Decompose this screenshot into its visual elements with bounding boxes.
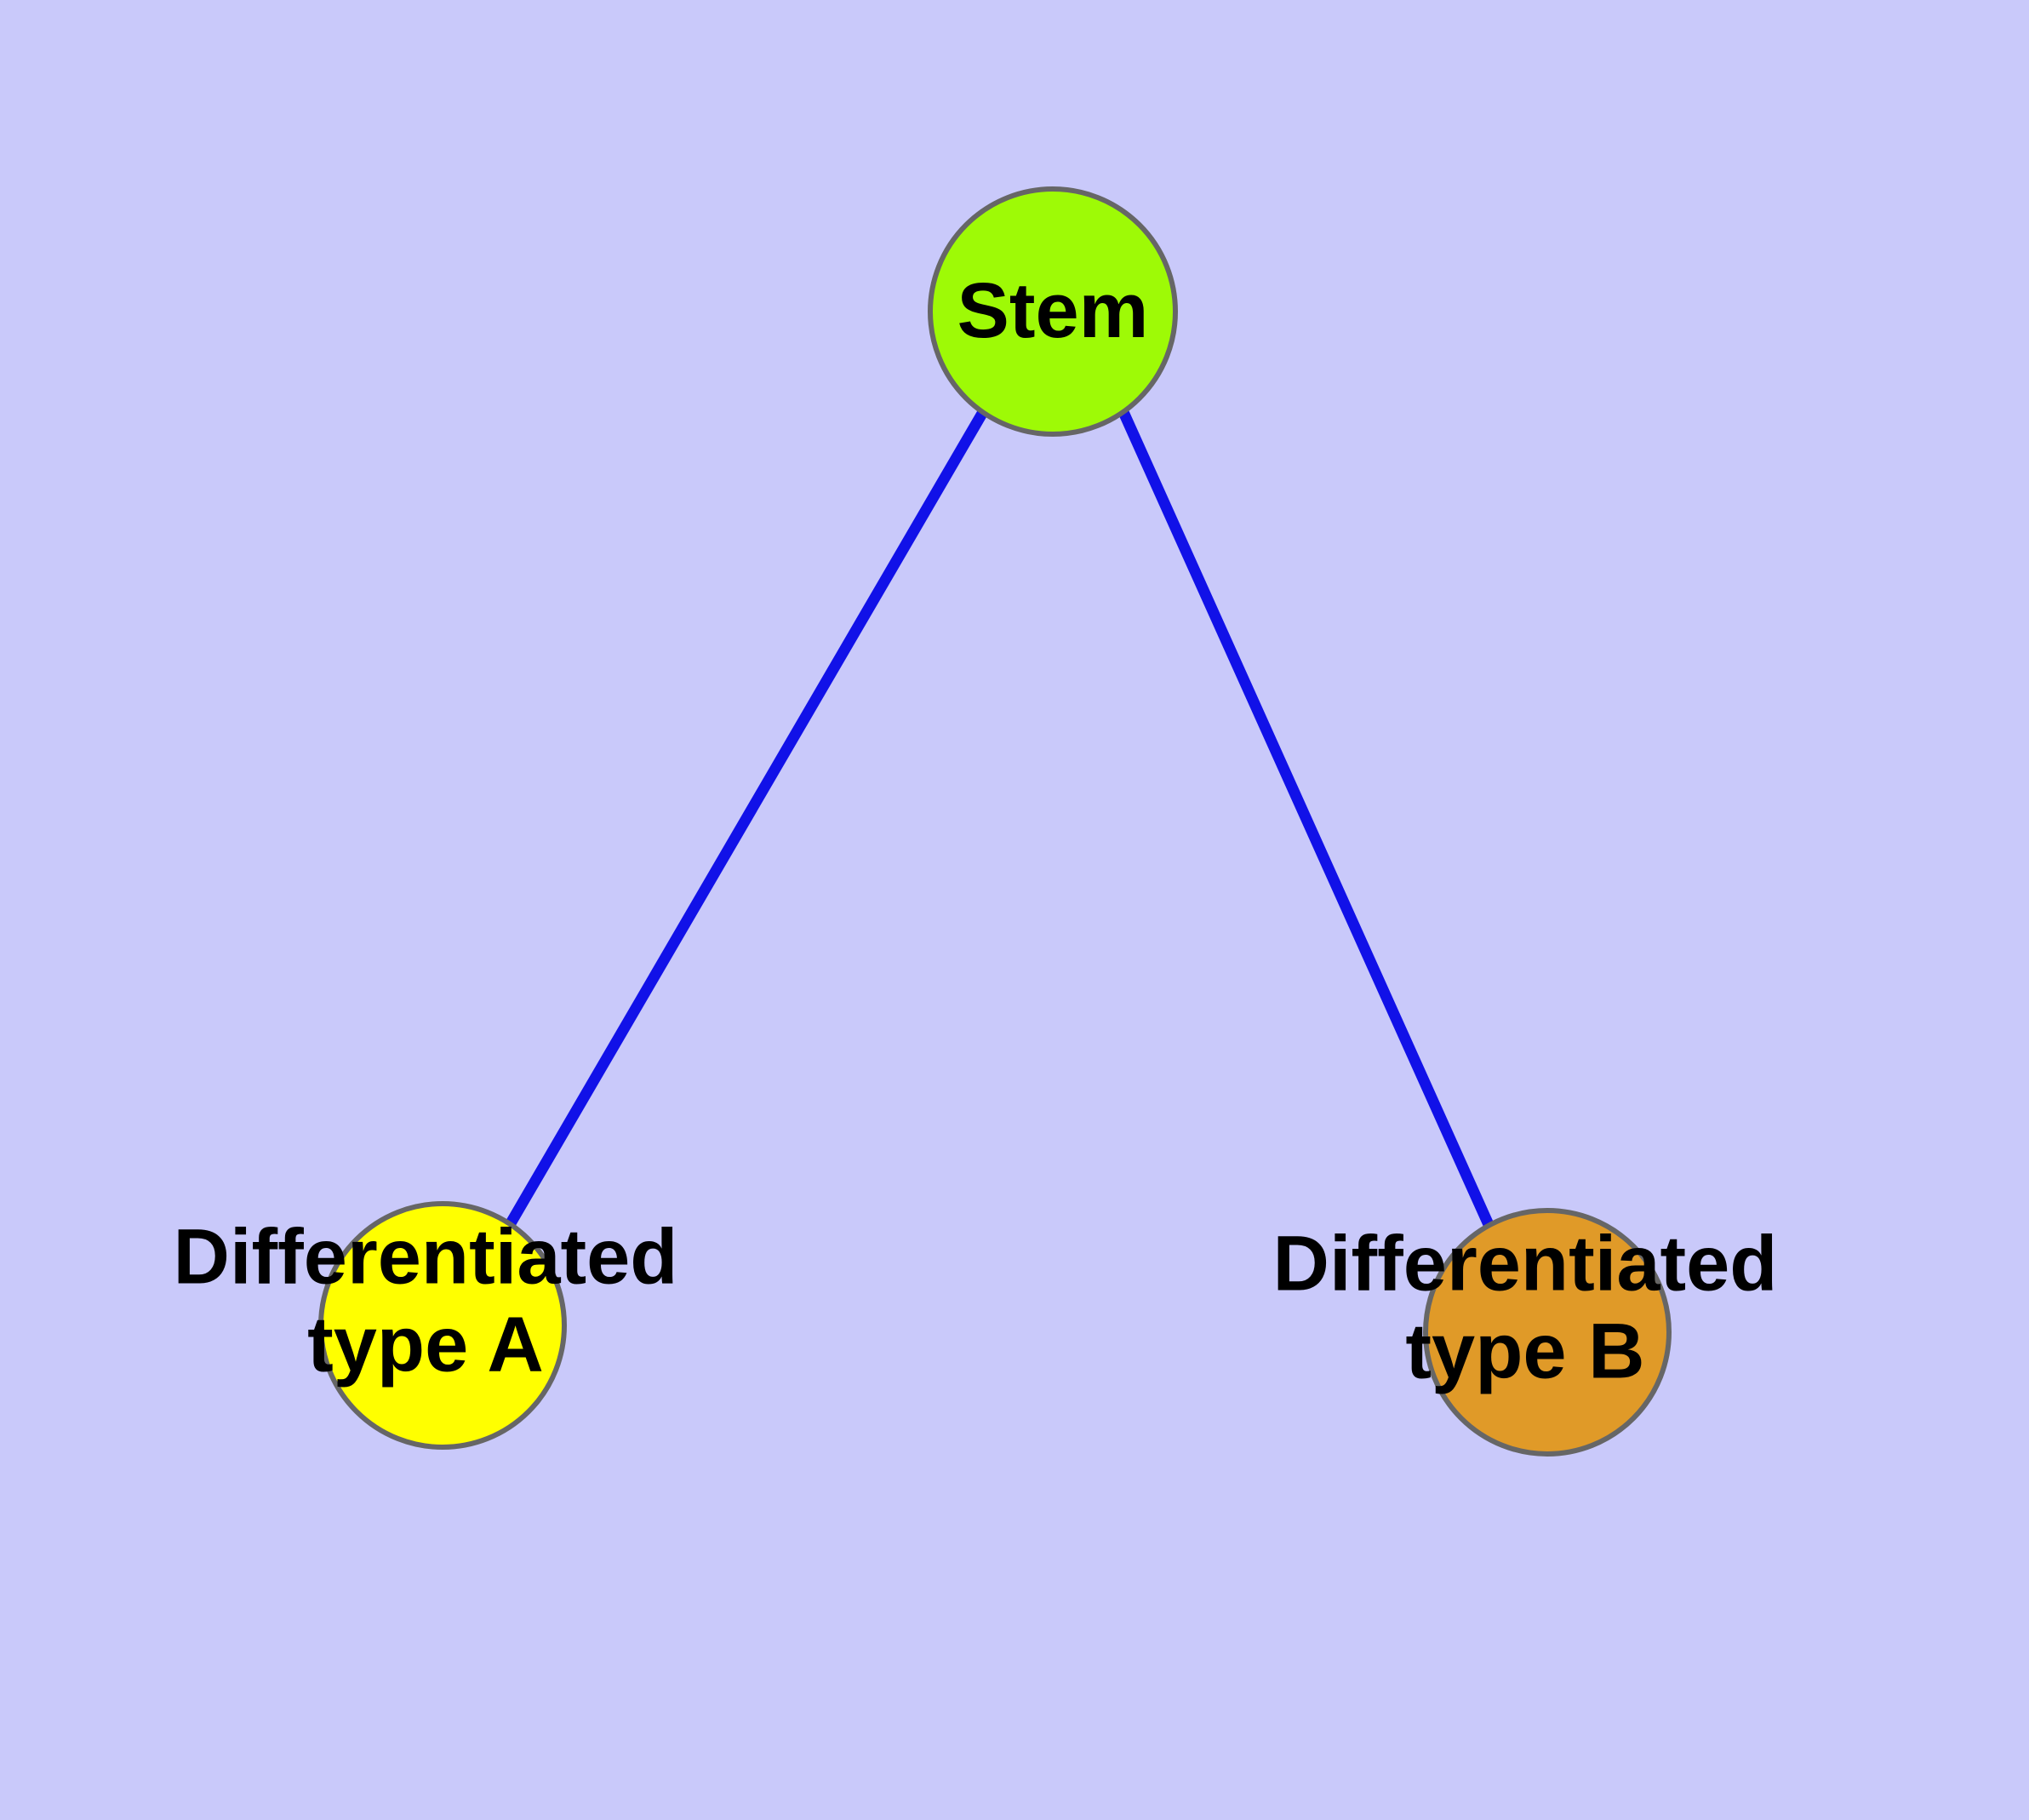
node-stem[interactable]: Stem (928, 186, 1178, 437)
node-label-line: Differentiated (174, 1214, 678, 1301)
node-circle-stem[interactable] (928, 186, 1178, 437)
node-label-line: type B (1405, 1308, 1644, 1395)
node-circle-diff_b[interactable] (1423, 1208, 1672, 1457)
node-label-line: type A (307, 1302, 544, 1388)
node-label-line: Differentiated (1273, 1221, 1778, 1308)
edges-group (506, 409, 1495, 1231)
node-circle-diff_a[interactable] (318, 1201, 567, 1450)
node-label-line: Stem (957, 267, 1149, 354)
edge-stem-to-b[interactable] (1118, 409, 1495, 1231)
edge-stem-to-a[interactable] (506, 409, 988, 1227)
node-label-stem: Stem (957, 267, 1149, 354)
